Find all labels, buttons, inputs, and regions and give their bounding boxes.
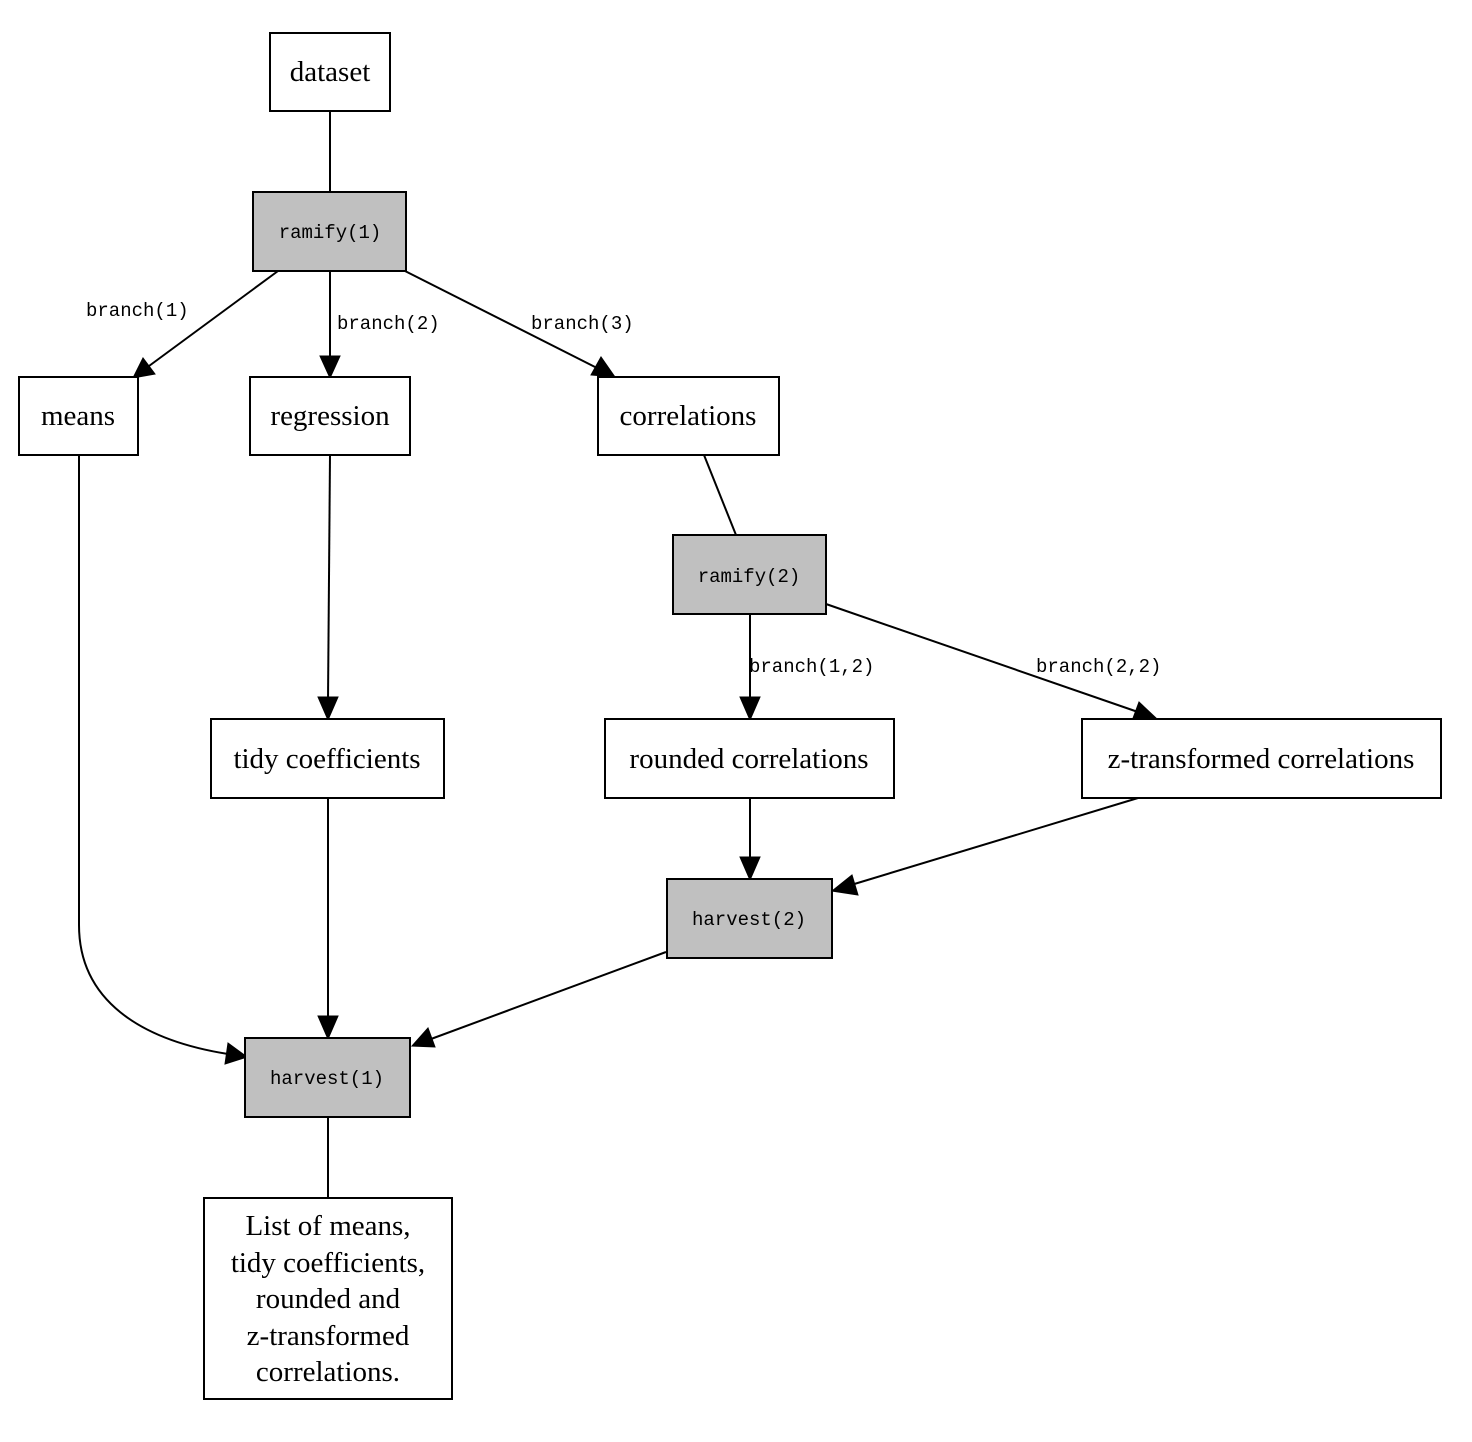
node-z-transformed-correlations: z-transformed correlations bbox=[1081, 718, 1442, 799]
node-correlations: correlations bbox=[597, 376, 780, 456]
node-rounded-correlations: rounded correlations bbox=[604, 718, 895, 799]
node-regression: regression bbox=[249, 376, 411, 456]
edge-ramify1-correlations bbox=[404, 270, 598, 369]
node-tidy-coefficients-label: tidy coefficients bbox=[233, 743, 420, 775]
arrowhead-harvest2-from-ztransformed bbox=[830, 874, 859, 896]
arrowhead-rounded bbox=[739, 696, 761, 722]
node-harvest-2: harvest(2) bbox=[666, 878, 833, 959]
node-harvest-1-label: harvest(1) bbox=[270, 1068, 384, 1090]
node-dataset: dataset bbox=[269, 32, 391, 112]
edge-label-branch-1-2: branch(1,2) bbox=[749, 656, 874, 678]
node-rounded-correlations-label: rounded correlations bbox=[629, 743, 868, 775]
node-ramify-2-label: ramify(2) bbox=[698, 566, 801, 588]
arrowhead-regression bbox=[319, 355, 341, 380]
node-ramify-1: ramify(1) bbox=[252, 191, 407, 272]
edge-label-branch-1: branch(1) bbox=[86, 300, 189, 322]
edge-correlations-ramify2 bbox=[703, 454, 737, 536]
node-final-output-line-2: tidy coefficients, bbox=[231, 1247, 425, 1279]
arrowhead-harvest1-from-harvest2 bbox=[410, 1027, 436, 1048]
node-dataset-label: dataset bbox=[290, 56, 371, 88]
edge-label-branch-2: branch(2) bbox=[337, 313, 440, 335]
edge-ztransformed-harvest2 bbox=[850, 797, 1139, 886]
node-tidy-coefficients: tidy coefficients bbox=[210, 718, 445, 799]
node-regression-label: regression bbox=[270, 400, 390, 432]
arrowhead-harvest1-from-tidy bbox=[317, 1015, 339, 1041]
node-final-output-line-1: List of means, bbox=[245, 1210, 410, 1242]
node-z-transformed-correlations-label: z-transformed correlations bbox=[1108, 743, 1415, 775]
arrowhead-means bbox=[132, 357, 156, 379]
node-means: means bbox=[18, 376, 139, 456]
arrowhead-harvest1-from-means bbox=[224, 1042, 249, 1065]
nodes: dataset ramify(1) means regression corre… bbox=[18, 32, 1442, 1400]
edges bbox=[78, 111, 1159, 1198]
node-correlations-label: correlations bbox=[620, 400, 757, 432]
edge-ramify1-means bbox=[148, 270, 279, 367]
node-final-output-line-4: z-transformed bbox=[247, 1320, 410, 1352]
edge-ramify2-ztransformed bbox=[825, 603, 1139, 713]
node-means-label: means bbox=[41, 400, 115, 432]
node-final-output-line-5: correlations. bbox=[256, 1356, 400, 1388]
node-final-output: List of means, tidy coefficients, rounde… bbox=[203, 1197, 453, 1400]
node-final-output-line-3: rounded and bbox=[256, 1283, 401, 1315]
node-harvest-1: harvest(1) bbox=[244, 1037, 411, 1118]
node-ramify-1-label: ramify(1) bbox=[279, 222, 382, 244]
node-ramify-2: ramify(2) bbox=[672, 534, 827, 615]
edge-label-branch-2-2: branch(2,2) bbox=[1036, 656, 1161, 678]
edge-regression-tidy bbox=[327, 454, 331, 701]
edge-labels: branch(1) branch(2) branch(3) branch(1,2… bbox=[86, 300, 1161, 678]
arrowhead-tidy bbox=[317, 696, 339, 722]
arrowhead-harvest2-from-rounded bbox=[739, 856, 761, 882]
edge-means-harvest1 bbox=[78, 455, 229, 1055]
edge-harvest2-harvest1 bbox=[430, 951, 667, 1040]
node-harvest-2-label: harvest(2) bbox=[692, 909, 806, 931]
edge-label-branch-3: branch(3) bbox=[531, 313, 634, 335]
